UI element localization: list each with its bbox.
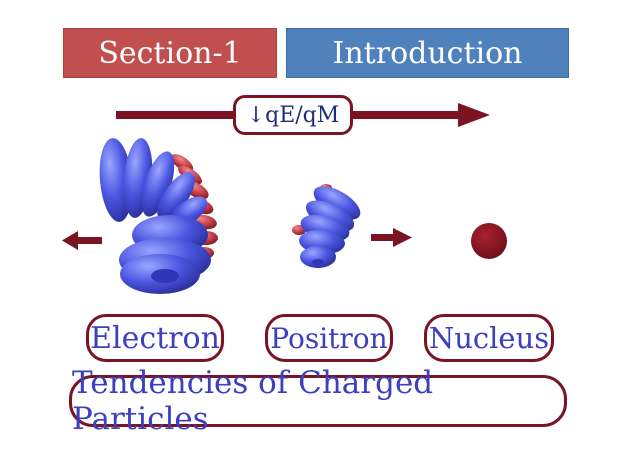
positron-particle	[292, 184, 361, 268]
nucleus-particle	[471, 223, 507, 259]
electron-label: Electron	[86, 314, 224, 362]
positron-label: Positron	[265, 314, 393, 362]
nucleus-label: Nucleus	[424, 314, 554, 362]
title-banner: Introduction	[286, 28, 569, 78]
electron-particle	[99, 138, 218, 294]
section-banner: Section-1	[63, 28, 277, 78]
positron-arrow	[371, 228, 412, 247]
electron-arrow	[62, 231, 102, 250]
field-ratio-label: ↓qE/qM	[233, 95, 353, 135]
footer-caption: Tendencies of Charged Particles	[69, 365, 567, 437]
